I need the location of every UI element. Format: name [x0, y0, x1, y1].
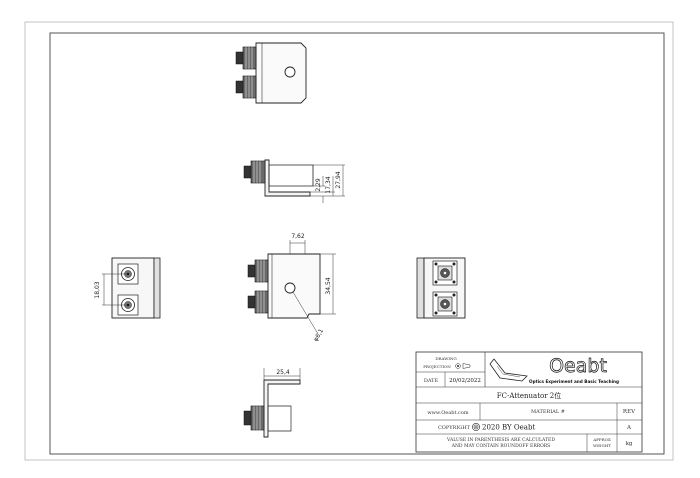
front-view-connector-lower	[247, 290, 269, 314]
bottom-view-connector	[243, 405, 265, 431]
outer-border	[24, 21, 674, 461]
bottom-view-attenuator-body	[267, 405, 292, 432]
brand-tagline: Optics Experiment and Basic Teaching	[529, 379, 619, 384]
inner-border	[49, 32, 665, 455]
left-view-bracket-edge	[153, 257, 161, 319]
bottom-view: 25,4	[243, 368, 301, 438]
website: www.Oeabt.com	[427, 410, 468, 416]
front-view-connector-upper	[247, 259, 269, 283]
projection-label: PROJECTION	[423, 364, 451, 369]
right-view-port-upper	[432, 260, 458, 286]
part-name: FC-Attenuator 2位	[497, 391, 562, 400]
rev-value: A	[626, 425, 632, 431]
front-view-mount-hole	[284, 282, 296, 294]
right-view	[416, 257, 466, 319]
dimension-2-29: 2,29	[315, 178, 322, 192]
copyright-logo-icon	[472, 423, 480, 431]
left-view: 18,03	[94, 257, 161, 319]
top-view-mount-hole	[284, 66, 296, 78]
dimension-7-62: 7,62	[291, 233, 305, 240]
top-view-connector-lower	[235, 75, 257, 99]
side-view: 2,29 17,34 27,94	[243, 159, 345, 203]
oeabt-logo: Oeabt Optics Experiment and Basic Teachi…	[489, 355, 619, 384]
note-line-2: AND MAY CONTAIN ROUNDOFF ERRORS	[451, 443, 551, 449]
dimension-25-4: 25,4	[276, 369, 290, 376]
date-value: 20/02/2022	[449, 378, 481, 384]
side-view-attenuator-body	[268, 164, 314, 187]
front-view-hole-leader	[292, 291, 319, 335]
dimension-34-54: 34,54	[325, 277, 332, 294]
dimension-phi-6-1: φ6,1	[312, 327, 325, 342]
logo-swoosh-icon	[489, 358, 528, 382]
right-view-port-lower	[432, 291, 458, 317]
top-view-connector-upper	[235, 46, 257, 70]
title-block: DRAWING PROJECTION DATE 20/02/2022 Oeabt…	[415, 351, 643, 453]
right-view-bracket-edge	[416, 257, 425, 319]
date-label: DATE	[424, 378, 439, 384]
top-view-bracket-outline	[255, 42, 307, 104]
approx-label: APPROX	[592, 437, 610, 442]
title-block-frame	[415, 351, 643, 453]
bottom-view-bracket	[263, 379, 301, 438]
front-view: 7,62 34,54 φ6,1	[247, 233, 336, 343]
rev-label: REV	[623, 409, 636, 415]
drawing-label: DRAWING	[435, 356, 456, 361]
weight-label: WEIGHT	[593, 443, 611, 448]
top-view	[235, 42, 307, 104]
dimension-18-03: 18,03	[94, 281, 101, 298]
copyright-label: COPYRIGHT	[438, 425, 471, 431]
weight-unit: kg	[626, 441, 633, 447]
note-line-1: VALUSE IN PARENTHESIS ARE CALCULATED	[446, 437, 555, 443]
projection-symbol-icon	[455, 363, 471, 369]
material-label: MATERIAL #	[531, 409, 565, 415]
copyright-text: 2020 BY Oeabt	[482, 424, 535, 432]
dimension-27-94: 27,94	[335, 171, 342, 188]
side-view-connector	[243, 160, 266, 184]
dimension-17-34: 17,34	[325, 176, 332, 193]
brand-name: Oeabt	[549, 355, 607, 377]
